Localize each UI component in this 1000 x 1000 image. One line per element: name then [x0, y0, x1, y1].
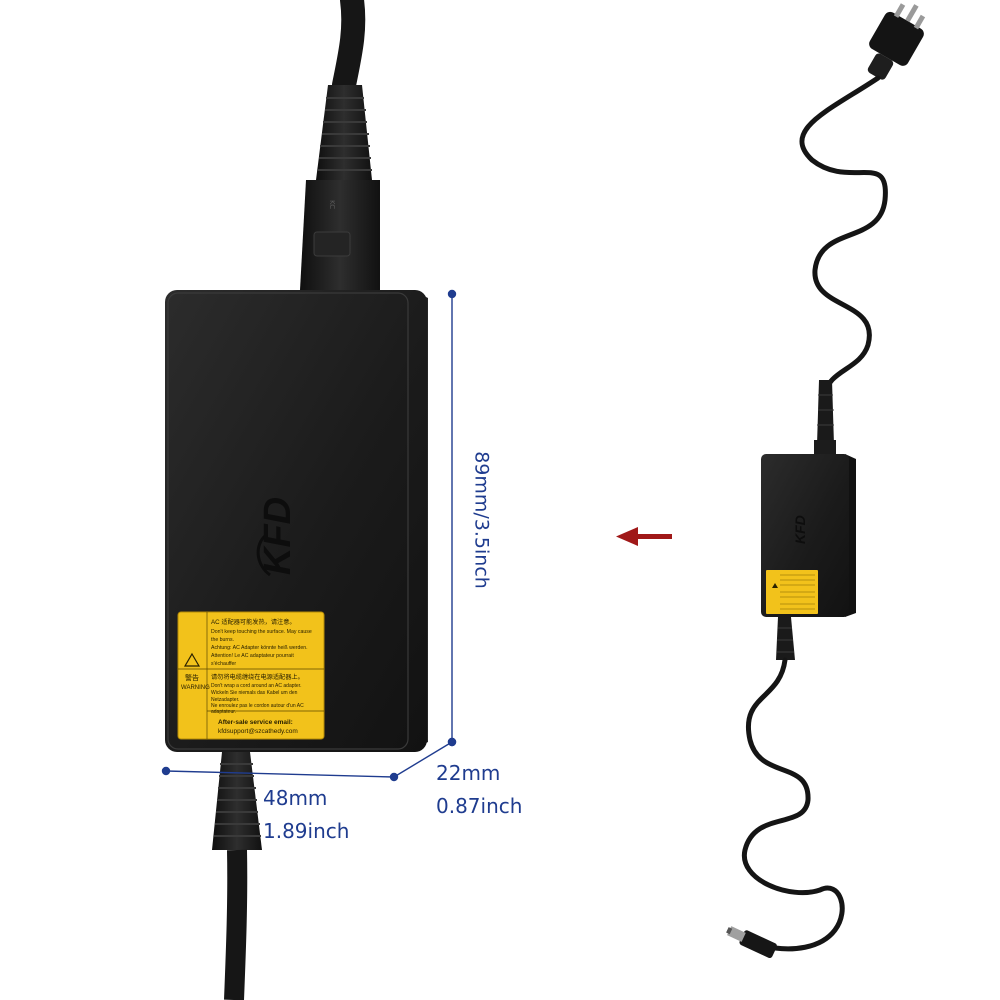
svg-text:Don't keep touching the surfac: Don't keep touching the surface. May cau… [211, 629, 312, 635]
top-strain-relief [316, 85, 372, 180]
upper-cord [799, 75, 888, 398]
svg-text:adaptateur.: adaptateur. [211, 709, 236, 715]
svg-text:s'échauffer: s'échauffer [211, 661, 236, 667]
svg-text:Netzadapter.: Netzadapter. [211, 697, 239, 703]
svg-text:After-sale service email:: After-sale service email: [218, 719, 293, 726]
warning-triangle-icon [183, 652, 201, 667]
svg-text:Don't wrap a cord around an AC: Don't wrap a cord around an AC adapter. [211, 683, 301, 689]
power-adapter-full-view: KFD [726, 3, 926, 959]
bottom-cable [224, 849, 248, 1000]
svg-text:KFD: KFD [257, 497, 299, 575]
width-dimension-inch: 1.89inch [263, 819, 350, 843]
width-dimension-mm: 48mm [263, 786, 328, 810]
svg-text:Attention! Le AC adaptateur po: Attention! Le AC adaptateur pourrait [211, 653, 294, 659]
power-adapter-large: KC KFD 警告 WARNING AC 适配器可能发热，请注意。 Don't … [165, 0, 428, 1000]
dc-barrel-plug [726, 926, 777, 959]
svg-text:请勿将电缆缠绕在电源适配器上。: 请勿将电缆缠绕在电源适配器上。 [211, 673, 304, 681]
top-cable [332, 0, 366, 97]
warning-label: 警告 WARNING AC 适配器可能发热，请注意。 Don't keep to… [177, 611, 325, 740]
svg-text:KFD: KFD [792, 515, 808, 544]
dimension-lines [161, 289, 457, 782]
uk-plug [867, 3, 926, 80]
svg-text:WARNING: WARNING [181, 685, 210, 691]
kfd-logo: KFD [256, 497, 299, 577]
svg-text:Wickeln Sie niemals das Kabel: Wickeln Sie niemals das Kabel um den [211, 690, 298, 696]
depth-dimension-inch: 0.87inch [436, 794, 523, 818]
svg-text:Achtung: AC Adapter könnte hei: Achtung: AC Adapter könnte heiß werden. [211, 645, 308, 651]
svg-text:警告: 警告 [185, 673, 199, 682]
svg-text:kfdsupport@szcathedy.com: kfdsupport@szcathedy.com [218, 728, 298, 735]
svg-text:Ne enroulez pas le cordon auto: Ne enroulez pas le cordon autour d'un AC [211, 703, 304, 709]
lower-cord [741, 657, 845, 952]
svg-text:AC 适配器可能发热，请注意。: AC 适配器可能发热，请注意。 [211, 618, 296, 626]
svg-text:KC: KC [328, 200, 336, 209]
depth-dimension-mm: 22mm [436, 761, 501, 785]
height-dimension-label: 89mm/3.5inch [470, 451, 493, 589]
left-arrow-icon [616, 527, 672, 546]
svg-text:the burns.: the burns. [211, 637, 234, 643]
